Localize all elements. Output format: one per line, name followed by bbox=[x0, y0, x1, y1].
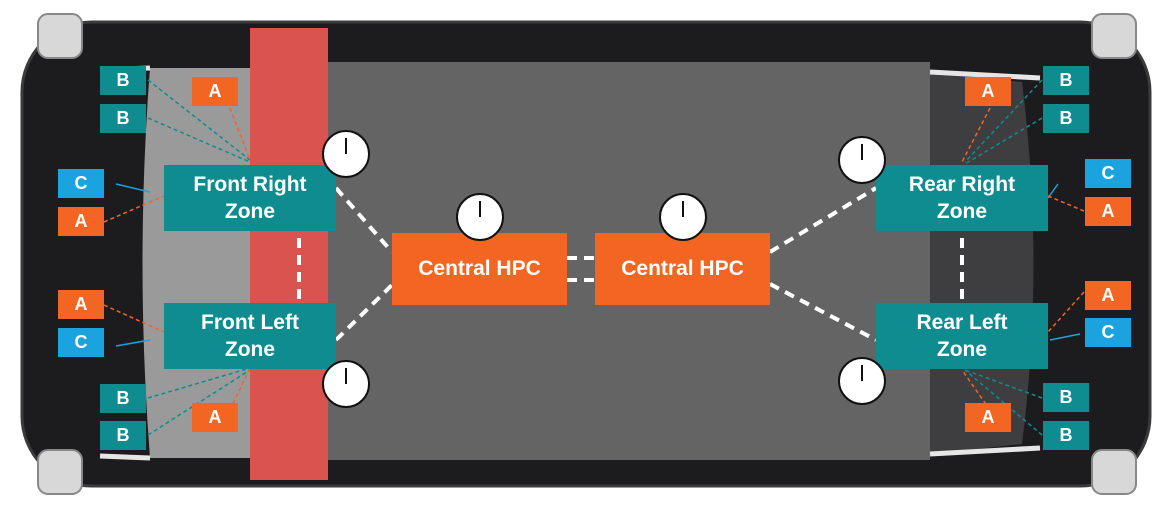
clock-icon bbox=[456, 193, 504, 241]
front-left-zone: Front Left Zone bbox=[164, 303, 336, 369]
sensor-tag-a: A bbox=[965, 403, 1011, 432]
sensor-tag-b: B bbox=[100, 421, 146, 450]
sensor-tag-b: B bbox=[1043, 421, 1089, 450]
sensor-tag-a: A bbox=[192, 77, 238, 106]
sensor-tag-a: A bbox=[192, 403, 238, 432]
clock-icon bbox=[659, 193, 707, 241]
sensor-tag-a: A bbox=[1085, 281, 1131, 310]
sensor-tag-b: B bbox=[100, 66, 146, 95]
sensor-tag-c: C bbox=[58, 328, 104, 357]
clock-icon bbox=[322, 130, 370, 178]
rear-glass bbox=[930, 72, 1034, 454]
front-right-zone: Front Right Zone bbox=[164, 165, 336, 231]
highlight-band bbox=[250, 28, 328, 480]
sensor-tag-b: B bbox=[1043, 66, 1089, 95]
sensor-tag-a: A bbox=[965, 77, 1011, 106]
sensor-tag-a: A bbox=[1085, 197, 1131, 226]
clock-icon bbox=[838, 136, 886, 184]
front-glass bbox=[142, 68, 250, 458]
rear-left-zone: Rear Left Zone bbox=[876, 303, 1048, 369]
central-hpc-left: Central HPC bbox=[392, 233, 567, 305]
sensor-tag-c: C bbox=[1085, 318, 1131, 347]
central-hpc-right: Central HPC bbox=[595, 233, 770, 305]
sensor-tag-a: A bbox=[58, 207, 104, 236]
rear-right-zone: Rear Right Zone bbox=[876, 165, 1048, 231]
sensor-tag-b: B bbox=[100, 384, 146, 413]
sensor-tag-a: A bbox=[58, 290, 104, 319]
sensor-tag-b: B bbox=[1043, 383, 1089, 412]
lidar-sensor-icon bbox=[37, 13, 1137, 495]
sensor-tag-b: B bbox=[100, 104, 146, 133]
clock-icon bbox=[838, 357, 886, 405]
sensor-tag-c: C bbox=[1085, 159, 1131, 188]
sensor-tag-c: C bbox=[58, 169, 104, 198]
sensor-tag-b: B bbox=[1043, 104, 1089, 133]
clock-icon bbox=[322, 360, 370, 408]
